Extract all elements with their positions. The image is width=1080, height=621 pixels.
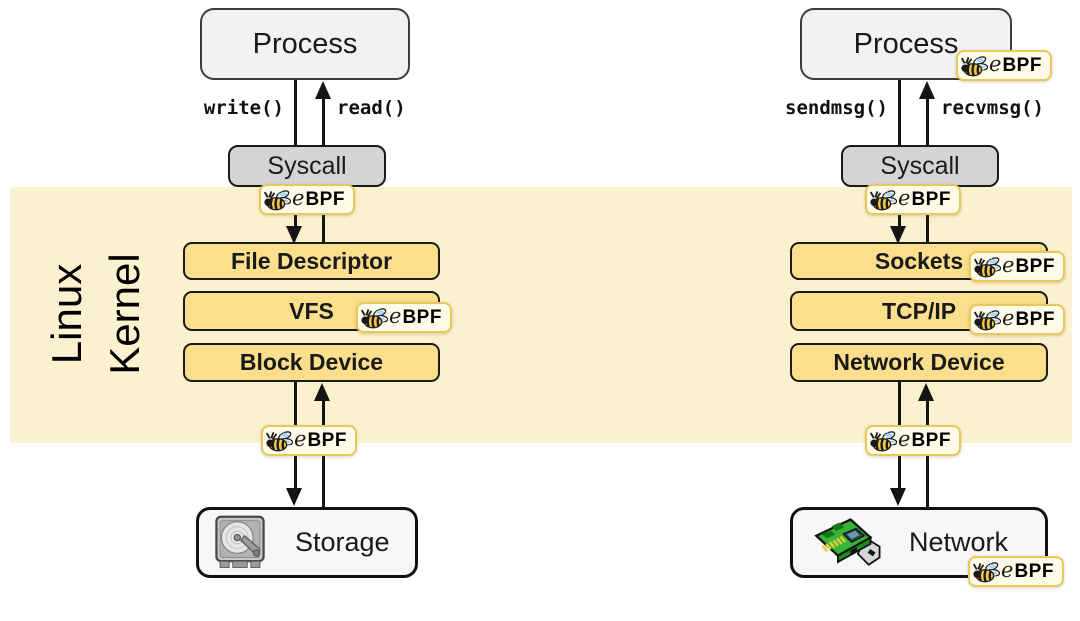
ebpf-badge-text-e: e xyxy=(292,186,305,210)
down-arrowhead-icon xyxy=(286,226,302,244)
read-arrowhead-icon xyxy=(315,81,331,99)
storage-process-label: Process xyxy=(252,27,358,60)
ebpf-badge-text-e: e xyxy=(294,427,307,451)
ebpf-badge-text-bpf: BPF xyxy=(1014,561,1054,582)
ebpf-badge-text-bpf: BPF xyxy=(305,189,345,210)
vfs-label: VFS xyxy=(289,297,334,324)
block-device-box: Block Device xyxy=(183,343,440,382)
write-flow-line xyxy=(294,80,297,145)
network-interface-card-icon xyxy=(809,512,885,574)
tcpip-label: TCP/IP xyxy=(881,297,957,324)
kernel-label-line1: Linux xyxy=(43,263,90,365)
ebpf-bee-icon xyxy=(961,54,988,78)
ebpf-badge-text-e: e xyxy=(1001,558,1014,582)
ebpf-bee-icon xyxy=(974,308,1001,332)
ebpf-badge-text-bpf: BPF xyxy=(911,189,951,210)
ebpf-badge-text-bpf: BPF xyxy=(1002,55,1042,76)
kernel-label-line2: Kernel xyxy=(101,253,148,375)
network-label: Network xyxy=(909,527,1009,557)
storage-syscall-box: Syscall xyxy=(228,145,386,187)
ebpf-bee-icon xyxy=(361,306,388,330)
ebpf-badge-text-e: e xyxy=(1002,253,1015,277)
read-flow-line xyxy=(322,99,325,145)
sockets-to-syscall-line xyxy=(926,187,929,243)
network-box: Network xyxy=(790,507,1048,578)
ebpf-badge-text-e: e xyxy=(989,52,1002,76)
network-syscall-box: Syscall xyxy=(841,145,999,187)
ebpf-badge-text-bpf: BPF xyxy=(1015,256,1055,277)
ebpf-badge-text-bpf: BPF xyxy=(1015,309,1055,330)
ebpf-badge-text-e: e xyxy=(898,427,911,451)
ebpf-badge-text-e: e xyxy=(1002,306,1015,330)
storage-box: Storage xyxy=(196,507,418,578)
read-syscall-label: read() xyxy=(337,97,406,119)
ebpf-badge-text-bpf: BPF xyxy=(911,430,951,451)
network-syscall-label: Syscall xyxy=(880,151,960,180)
down-arrowhead-icon xyxy=(286,488,302,506)
ebpf-badge-text-e: e xyxy=(389,304,402,328)
up-arrowhead-icon xyxy=(314,383,330,401)
recvmsg-syscall-label: recvmsg() xyxy=(941,97,1044,119)
sockets-label: Sockets xyxy=(874,247,964,274)
network-device-box: Network Device xyxy=(790,343,1048,382)
network-process-label: Process xyxy=(853,27,959,60)
ebpf-bee-icon xyxy=(870,188,897,212)
ebpf-badge-text-bpf: BPF xyxy=(307,430,347,451)
ebpf-badge-text-bpf: BPF xyxy=(402,307,442,328)
block-device-label: Block Device xyxy=(239,349,384,375)
hard-disk-drive-icon xyxy=(211,514,269,572)
ebpf-bee-icon xyxy=(973,560,1000,584)
recvmsg-flow-line xyxy=(926,99,929,145)
storage-process-box: Process xyxy=(200,8,410,80)
ebpf-bee-icon xyxy=(266,429,293,453)
linux-kernel-label: Linux Kernel xyxy=(38,164,158,464)
file-descriptor-box: File Descriptor xyxy=(183,242,440,280)
recvmsg-arrowhead-icon xyxy=(919,81,935,99)
ebpf-bee-icon xyxy=(264,188,291,212)
storage-syscall-label: Syscall xyxy=(267,151,347,180)
sendmsg-flow-line xyxy=(898,80,901,145)
ebpf-bee-icon xyxy=(870,429,897,453)
ebpf-badge-text-e: e xyxy=(898,186,911,210)
down-arrowhead-icon xyxy=(890,488,906,506)
down-arrowhead-icon xyxy=(890,226,906,244)
write-syscall-label: write() xyxy=(203,97,284,119)
sendmsg-syscall-label: sendmsg() xyxy=(785,97,888,119)
storage-label: Storage xyxy=(295,527,390,557)
ebpf-bee-icon xyxy=(974,255,1001,279)
fd-to-syscall-line xyxy=(322,187,325,243)
network-device-label: Network Device xyxy=(833,349,1005,375)
up-arrowhead-icon xyxy=(918,383,934,401)
file-descriptor-label: File Descriptor xyxy=(230,247,393,274)
